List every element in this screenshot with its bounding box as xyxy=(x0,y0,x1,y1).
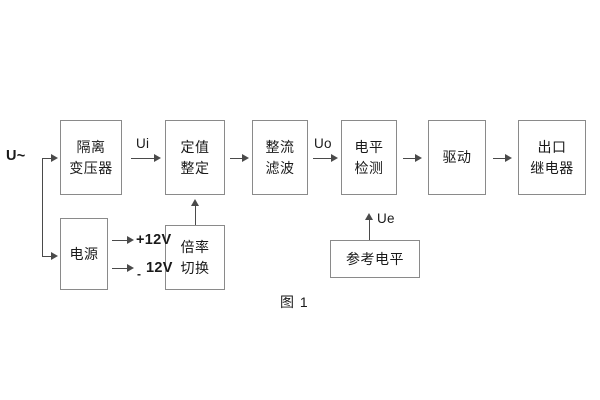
arrow-head-drive-to-relay xyxy=(505,153,512,162)
signal-label-uo: Uo xyxy=(314,136,332,151)
block-line: 整定 xyxy=(180,159,210,176)
block-line: 电平 xyxy=(354,139,384,156)
arrow-line-neg12v xyxy=(112,268,129,269)
block-line: 变压器 xyxy=(69,159,113,176)
arrow-line-multiplier-to-setting xyxy=(195,205,196,225)
block-setting-value[interactable]: 定值 整定 xyxy=(165,120,225,195)
block-line: 定值 xyxy=(180,139,210,156)
figure-caption: 图 1 xyxy=(280,294,309,310)
block-line: 滤波 xyxy=(265,159,295,176)
input-trunk-line xyxy=(42,158,43,256)
power-rail-label-positive: +12V xyxy=(136,232,172,248)
block-line: 驱动 xyxy=(442,149,472,166)
block-line: 隔离 xyxy=(76,139,106,156)
arrow-head-setting-to-rectify xyxy=(242,153,249,162)
arrow-line-level-to-drive xyxy=(403,158,417,159)
arrow-line-pos12v xyxy=(112,240,129,241)
arrow-head-ui xyxy=(154,153,161,162)
block-line: 检测 xyxy=(354,159,384,176)
arrow-head-multiplier-to-setting xyxy=(190,199,199,206)
block-output-relay[interactable]: 出口 继电器 xyxy=(518,120,586,195)
block-line: 整流 xyxy=(265,139,295,156)
block-drive[interactable]: 驱动 xyxy=(428,120,486,195)
block-multiplier-switch[interactable]: 倍率 切换 xyxy=(165,225,225,290)
input-branch-top-line xyxy=(42,158,53,159)
block-rectify-filter[interactable]: 整流 滤波 xyxy=(252,120,308,195)
arrow-head-uo xyxy=(331,153,338,162)
block-line: 倍率 xyxy=(180,239,210,256)
block-line: 出口 xyxy=(537,139,567,156)
input-voltage-label: U~ xyxy=(6,148,26,164)
block-line: 参考电平 xyxy=(346,250,404,267)
power-rail-label-negative: 12V xyxy=(146,260,173,276)
input-branch-bottom-line xyxy=(42,256,53,257)
arrow-line-drive-to-relay xyxy=(493,158,507,159)
block-isolation-transformer[interactable]: 隔离 变压器 xyxy=(60,120,122,195)
signal-label-ui: Ui xyxy=(136,136,150,151)
arrow-head-pos12v xyxy=(127,235,134,244)
arrow-line-ui xyxy=(131,158,156,159)
block-line: 继电器 xyxy=(530,159,574,176)
signal-label-ue: Ue xyxy=(377,211,395,226)
block-level-detect[interactable]: 电平 检测 xyxy=(341,120,397,195)
arrow-head-ue xyxy=(364,213,373,220)
arrow-head-neg12v xyxy=(127,263,134,272)
input-branch-bottom-arrow xyxy=(51,251,58,260)
block-line: 电源 xyxy=(69,245,99,262)
block-reference-level[interactable]: 参考电平 xyxy=(330,240,420,278)
block-line: 切换 xyxy=(180,259,210,276)
block-power-supply[interactable]: 电源 xyxy=(60,218,108,290)
arrow-line-uo xyxy=(313,158,333,159)
arrow-line-setting-to-rectify xyxy=(230,158,244,159)
arrow-head-level-to-drive xyxy=(415,153,422,162)
input-branch-top-arrow xyxy=(51,153,58,162)
power-rail-sign-negative: - xyxy=(137,266,142,281)
arrow-line-ue xyxy=(369,219,370,240)
